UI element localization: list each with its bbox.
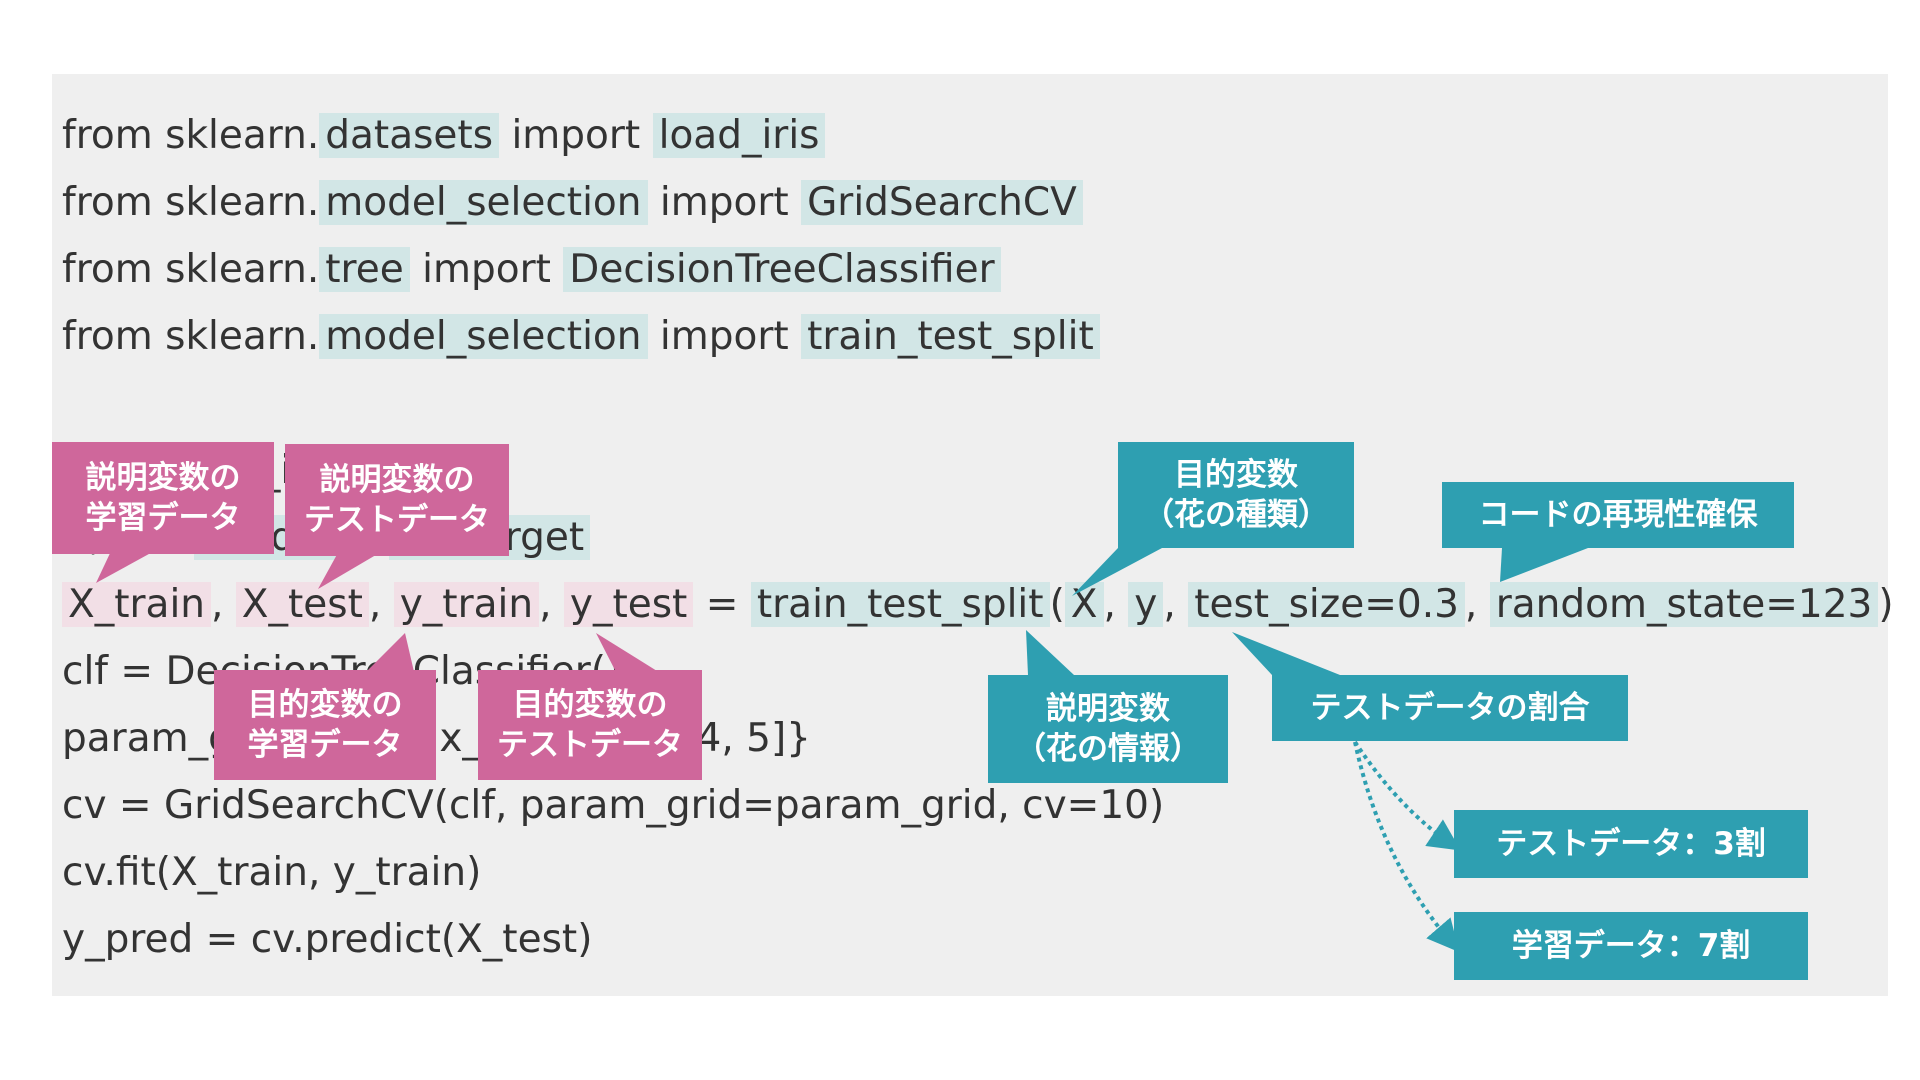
code-text: , — [368, 582, 394, 627]
code-text: cv = GridSearchCV(clf, param_grid=param_… — [62, 783, 1165, 828]
code-text: import — [499, 113, 653, 158]
code-text: ) — [1878, 582, 1894, 627]
code-highlight: model_selection — [319, 180, 648, 225]
callout-random-state: コードの再現性確保 — [1442, 482, 1794, 548]
callout-y: 目的変数 （花の種類） — [1118, 442, 1354, 548]
code-text: ( — [1049, 582, 1065, 627]
code-line: from sklearn.tree import DecisionTreeCla… — [62, 240, 1001, 300]
code-text: , — [1464, 582, 1490, 627]
code-highlight: train_test_split — [801, 314, 1100, 359]
code-line: cv = GridSearchCV(clf, param_grid=param_… — [62, 776, 1164, 836]
code-text: cv.fit(X_train, y_train) — [62, 850, 482, 895]
code-text: import — [647, 180, 802, 225]
code-line: X_train, X_test, y_train, y_test = train… — [62, 575, 1894, 635]
callout-y-line1: 目的変数 — [1174, 457, 1298, 493]
code-highlight: load_iris — [652, 113, 826, 158]
code-text: , — [1103, 582, 1129, 627]
pointer-y — [1072, 548, 1162, 596]
code-highlight: model_selection — [319, 314, 648, 359]
callout-x-line2: （花の情報） — [1015, 731, 1201, 767]
callout-ytrain: 目的変数の 学習データ — [214, 670, 436, 780]
code-line: from sklearn.model_selection import trai… — [62, 307, 1100, 367]
code-highlight: X_test — [235, 582, 369, 627]
callout-test-ratio: テストデータ：3割 — [1454, 810, 1808, 878]
code-text: from sklearn. — [62, 314, 320, 359]
callout-ytest: 目的変数の テストデータ — [478, 670, 702, 780]
pointer-xtest — [318, 549, 386, 589]
code-text: y_pred = cv.predict(X_test) — [62, 917, 593, 962]
callout-test-size-line1: テストデータの割合 — [1310, 690, 1590, 726]
code-highlight: train_test_split — [750, 582, 1050, 627]
callout-xtrain: 説明変数の 学習データ — [52, 442, 274, 554]
code-text: import — [647, 314, 802, 359]
code-text: import — [409, 247, 564, 292]
pointer-xtrain — [96, 549, 158, 583]
code-highlight: X_train — [62, 582, 211, 627]
code-highlight: DecisionTreeClassifier — [563, 247, 1001, 292]
callout-y-line2: （花の種類） — [1143, 497, 1329, 533]
callout-xtest-line1: 説明変数の — [319, 462, 475, 498]
callout-xtest: 説明変数の テストデータ — [285, 444, 509, 556]
callout-ytest-line2: テストデータ — [497, 727, 683, 763]
code-highlight: y — [1128, 582, 1164, 627]
code-text: = — [693, 582, 751, 627]
pointer-x — [1026, 630, 1074, 675]
callout-xtrain-line2: 学習データ — [85, 500, 241, 536]
code-text: from sklearn. — [62, 247, 320, 292]
code-highlight: test_size=0.3 — [1188, 582, 1465, 627]
code-line: from sklearn.datasets import load_iris — [62, 106, 826, 166]
callout-ytest-line1: 目的変数の — [512, 687, 668, 723]
code-text: , — [1163, 582, 1189, 627]
code-highlight: datasets — [319, 113, 500, 158]
pointer-random-state — [1500, 548, 1588, 582]
code-text: from sklearn. — [62, 113, 320, 158]
callout-ytrain-line2: 学習データ — [247, 727, 403, 763]
pointer-ytest — [596, 633, 665, 676]
code-text: , — [211, 582, 236, 627]
callout-train-ratio: 学習データ：7割 — [1454, 912, 1808, 980]
arrow-to-train-ratio — [1353, 741, 1460, 953]
callout-random-state-line1: コードの再現性確保 — [1478, 497, 1758, 533]
callout-x-line1: 説明変数 — [1046, 691, 1170, 727]
pointer-test-size — [1232, 632, 1340, 675]
callout-test-ratio-line1: テストデータ：3割 — [1496, 826, 1766, 862]
pointer-ytrain — [362, 633, 415, 676]
callout-ytrain-line1: 目的変数の — [247, 687, 403, 723]
callout-x: 説明変数 （花の情報） — [988, 675, 1228, 783]
code-line: from sklearn.model_selection import Grid… — [62, 173, 1083, 233]
arrow-to-test-ratio — [1353, 740, 1461, 851]
code-highlight: y_test — [563, 582, 694, 627]
code-highlight: random_state=123 — [1489, 582, 1879, 627]
callout-xtest-line2: テストデータ — [304, 502, 490, 538]
callout-xtrain-line1: 説明変数の — [85, 460, 241, 496]
code-text: from sklearn. — [62, 180, 320, 225]
code-highlight: tree — [319, 247, 410, 292]
code-line: cv.fit(X_train, y_train) — [62, 843, 481, 903]
callout-test-size: テストデータの割合 — [1272, 675, 1628, 741]
code-highlight: GridSearchCV — [801, 180, 1083, 225]
code-line: y_pred = cv.predict(X_test) — [62, 910, 592, 970]
code-text: , — [539, 582, 564, 627]
code-highlight: y_train — [393, 582, 540, 627]
callout-train-ratio-line1: 学習データ：7割 — [1511, 928, 1751, 964]
